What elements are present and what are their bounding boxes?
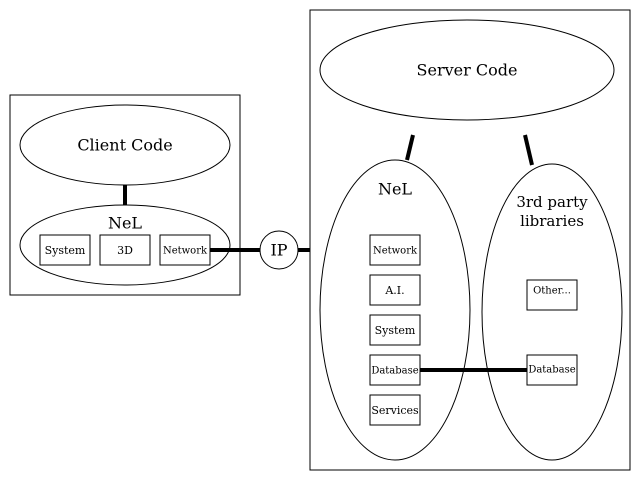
server-services-label: Services <box>371 404 419 417</box>
client-network-label: Network <box>163 246 208 257</box>
client-network-module <box>159 234 211 266</box>
client-3d-label: 3D <box>117 244 133 257</box>
client-system-label: System <box>45 244 86 257</box>
third-party-oval <box>481 163 623 461</box>
server-network-label: Network <box>373 246 418 257</box>
server-ai-module <box>369 274 421 306</box>
server-nel-label: NeL <box>378 180 412 199</box>
third-party-label-line2: libraries <box>520 212 584 230</box>
server-system-label: System <box>375 324 416 337</box>
ip-label: IP <box>270 241 287 260</box>
third-party-database-label: Database <box>528 365 575 376</box>
server-system-module <box>369 314 421 346</box>
client-nel-label: NeL <box>108 214 142 233</box>
third-party-other-label: Other... <box>533 286 571 297</box>
server-code-thirdparty-link <box>523 134 534 166</box>
client-code-label: Client Code <box>77 136 172 155</box>
server-database-label: Database <box>371 366 418 377</box>
server-code-oval <box>319 19 615 121</box>
server-services-module <box>369 394 421 426</box>
third-party-other-module <box>526 279 578 311</box>
third-party-label-line1: 3rd party <box>516 193 588 211</box>
server-code-nel-link <box>405 134 415 161</box>
server-nel-oval <box>319 159 471 461</box>
client-system-module <box>39 234 91 266</box>
ip-node <box>259 230 299 270</box>
server-code-label: Server Code <box>417 61 518 80</box>
server-network-module <box>369 234 421 266</box>
third-party-database-module <box>526 354 578 386</box>
client-3d-module <box>99 234 151 266</box>
server-ai-label: A.I. <box>384 284 404 297</box>
